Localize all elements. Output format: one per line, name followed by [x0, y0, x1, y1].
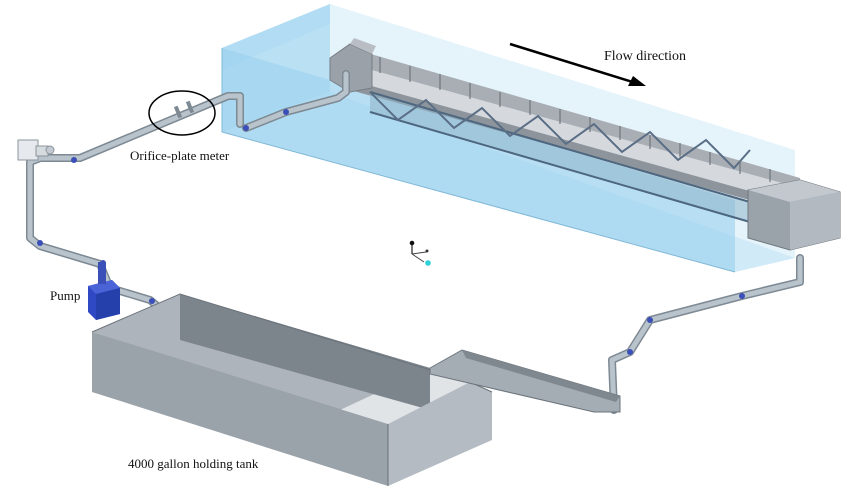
pump: [88, 262, 120, 320]
orifice-callout-ellipse: [148, 90, 216, 136]
return-channel: [429, 349, 621, 413]
holding-tank-label: 4000 gallon holding tank: [128, 456, 259, 471]
arrow-right-icon: [509, 42, 646, 86]
pipe-loop: [26, 70, 804, 414]
orifice-plate-meter-label: Orifice-plate meter: [130, 148, 230, 163]
holding-tank: [91, 293, 493, 486]
flow-direction-label: Flow direction: [604, 49, 686, 64]
pump-label: Pump: [50, 288, 80, 303]
axis-triad-icon: [409, 240, 431, 266]
valve-icon: [17, 139, 55, 161]
flume-channel: [329, 38, 841, 251]
orifice-plate-meter: [173, 100, 195, 119]
